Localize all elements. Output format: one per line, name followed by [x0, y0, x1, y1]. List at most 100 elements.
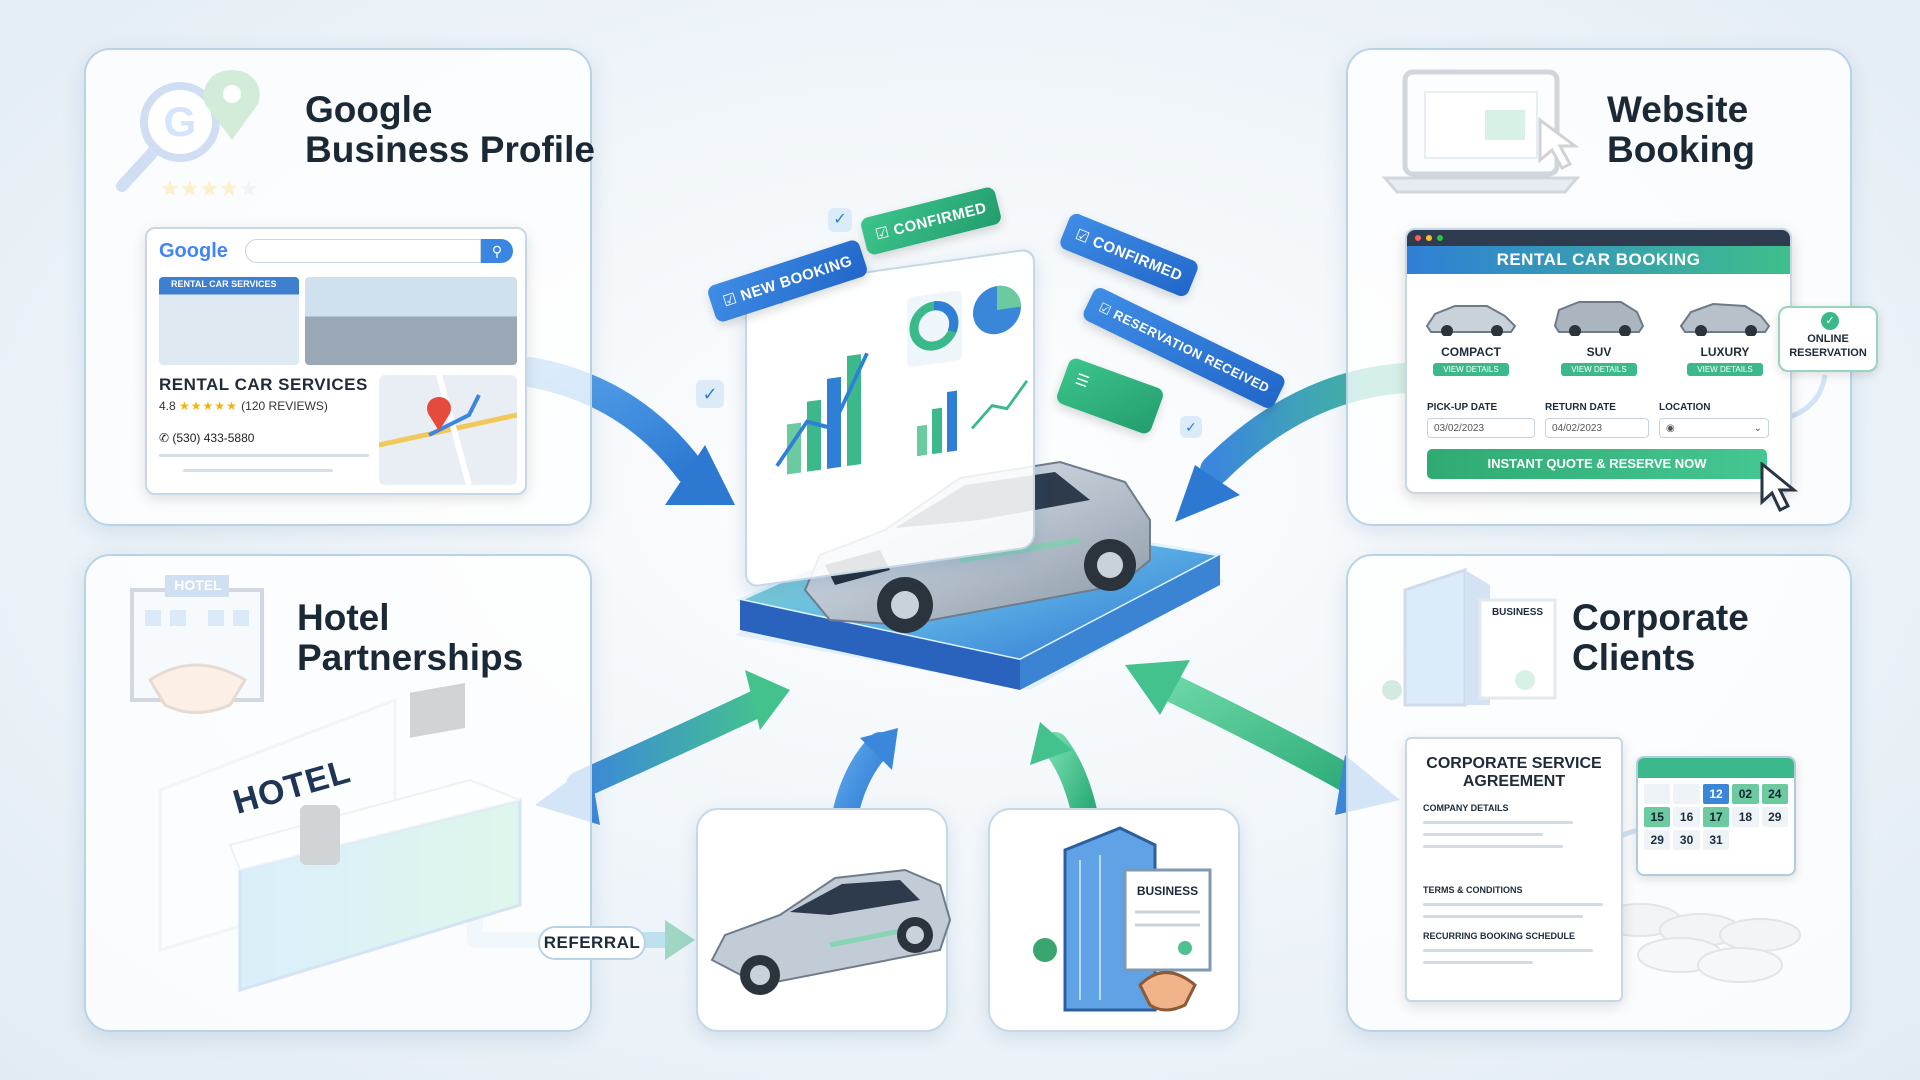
check-badge-icon: ✓	[828, 208, 852, 232]
review-count[interactable]: (120 REVIEWS)	[241, 399, 328, 413]
rental-booking-window: RENTAL CAR BOOKING COMPACT VIEW DETAILS …	[1405, 228, 1792, 494]
text-line	[1423, 949, 1593, 952]
title-website-booking: Website Booking	[1607, 90, 1755, 170]
online-reservation-badge: ✓ ONLINE RESERVATION	[1778, 306, 1878, 372]
divider-line	[159, 454, 369, 457]
title-line: Hotel	[297, 597, 390, 638]
google-logo: Google	[159, 239, 228, 262]
corporate-agreement-doc: CORPORATE SERVICE AGREEMENT COMPANY DETA…	[1405, 737, 1623, 1002]
title-line: Partnerships	[297, 637, 524, 678]
calendar-day[interactable]: 17	[1702, 807, 1730, 827]
car-option-suv[interactable]: SUV VIEW DETAILS	[1549, 296, 1649, 377]
calendar-day[interactable]	[1673, 784, 1700, 804]
parking-lot-photo	[305, 277, 517, 365]
booking-calendar: 12 02 24 15 16 17 18 29 29 30 31	[1636, 756, 1796, 876]
text-line	[1423, 915, 1583, 918]
title-google-business-profile: Google Business Profile	[305, 90, 595, 170]
google-search-bar: Google ⚲	[159, 237, 513, 265]
title-corporate-clients: Corporate Clients	[1572, 598, 1749, 678]
title-line: Clients	[1572, 637, 1696, 678]
search-input[interactable]	[245, 239, 481, 263]
car-option-luxury[interactable]: LUXURY VIEW DETAILS	[1675, 296, 1775, 377]
calendar-day[interactable]	[1644, 784, 1671, 804]
car-suv-icon	[1553, 301, 1645, 337]
phone-number: (530) 433-5880	[172, 431, 255, 445]
car-label: COMPACT	[1441, 345, 1501, 359]
calendar-day[interactable]: 15	[1644, 807, 1671, 827]
check-icon: ✓	[1821, 312, 1839, 330]
view-details-button[interactable]: VIEW DETAILS	[1561, 363, 1637, 376]
check-badge-icon: ✓	[696, 380, 724, 408]
title-line: Business Profile	[305, 129, 595, 170]
business-phone[interactable]: ✆ (530) 433-5880	[159, 431, 255, 445]
cursor-icon	[1760, 462, 1798, 512]
calendar-day[interactable]: 31	[1702, 830, 1730, 850]
pickup-date-field[interactable]: 03/02/2023	[1427, 418, 1535, 438]
arrow-car-up	[832, 728, 898, 828]
panel-hotel-partnerships	[84, 554, 592, 1032]
calendar-header	[1638, 758, 1794, 778]
instant-quote-button[interactable]: INSTANT QUOTE & RESERVE NOW	[1427, 449, 1767, 479]
car-label: SUV	[1586, 345, 1612, 359]
schedule-label: RECURRING BOOKING SCHEDULE	[1423, 931, 1576, 941]
view-details-button[interactable]: VIEW DETAILS	[1687, 363, 1763, 376]
window-minimize-icon[interactable]	[1426, 235, 1432, 241]
calendar-check-icon: ☑	[720, 289, 740, 311]
pickup-date-label: PICK-UP DATE	[1427, 402, 1498, 413]
agreement-title: CORPORATE SERVICE AGREEMENT	[1426, 755, 1602, 790]
car-compact-icon	[1425, 305, 1517, 337]
text-line	[1423, 903, 1603, 906]
terms-label: TERMS & CONDITIONS	[1423, 885, 1523, 895]
company-details-label: COMPANY DETAILS	[1423, 803, 1509, 813]
card-car-referral	[696, 808, 948, 1032]
address-placeholder-line	[183, 469, 333, 472]
rating-value: 4.8	[159, 399, 176, 413]
booking-header: RENTAL CAR BOOKING	[1407, 246, 1790, 274]
google-listing-card: Google ⚲ RENTAL CAR SERVICES RENTAL CAR …	[145, 227, 527, 495]
window-close-icon[interactable]	[1415, 235, 1421, 241]
title-line: Corporate	[1572, 597, 1749, 638]
map-thumbnail[interactable]	[379, 375, 517, 485]
search-icon[interactable]: ⚲	[481, 239, 513, 263]
text-line	[1423, 961, 1533, 964]
business-rating: 4.8 ★★★★★ (120 REVIEWS)	[159, 399, 328, 413]
text-line	[1423, 821, 1573, 824]
arrow-business-up	[1030, 722, 1098, 828]
business-name: RENTAL CAR SERVICES	[159, 375, 368, 394]
return-date-label: RETURN DATE	[1545, 402, 1616, 413]
calendar-check-icon: ☑	[1072, 226, 1093, 248]
calendar-day[interactable]: 30	[1673, 830, 1700, 850]
calendar-day[interactable]: 02	[1732, 784, 1759, 804]
car-option-compact[interactable]: COMPACT VIEW DETAILS	[1421, 296, 1521, 377]
calendar-day[interactable]: 29	[1761, 807, 1788, 827]
storefront-sign: RENTAL CAR SERVICES	[171, 279, 277, 289]
calendar-day[interactable]: 12	[1702, 784, 1730, 804]
location-select[interactable]: ◉⌄	[1659, 418, 1769, 438]
title-hotel-partnerships: Hotel Partnerships	[297, 598, 523, 678]
calendar-day[interactable]: 24	[1761, 784, 1788, 804]
calendar-day[interactable]: 18	[1732, 807, 1759, 827]
window-maximize-icon[interactable]	[1437, 235, 1443, 241]
dashboard-charts	[753, 285, 1029, 475]
check-badge-icon: ✓	[1180, 416, 1202, 438]
chevron-down-icon: ⌄	[1753, 423, 1762, 434]
location-label: LOCATION	[1659, 402, 1711, 413]
business-doc-label: BUSINESS	[1136, 884, 1199, 898]
window-titlebar	[1407, 230, 1790, 246]
return-date-field[interactable]: 04/02/2023	[1545, 418, 1649, 438]
calendar-day[interactable]: 16	[1673, 807, 1700, 827]
text-line	[1423, 833, 1543, 836]
calendar-day[interactable]: 29	[1644, 830, 1671, 850]
card-business	[988, 808, 1240, 1032]
calendar-check-icon: ☑	[873, 223, 892, 244]
view-details-button[interactable]: VIEW DETAILS	[1433, 363, 1509, 376]
calendar-check-icon: ☑	[1096, 299, 1114, 319]
list-icon: ☰	[1072, 370, 1092, 392]
text-line	[1423, 845, 1563, 848]
title-line: Google	[305, 89, 433, 130]
title-line: Booking	[1607, 129, 1755, 170]
star-rating-icon: ★★★★★	[179, 399, 238, 413]
calendar-grid: 12 02 24 15 16 17 18 29 29 30 31	[1638, 778, 1794, 856]
car-luxury-icon	[1679, 302, 1771, 337]
referral-label: REFERRAL	[538, 926, 646, 960]
